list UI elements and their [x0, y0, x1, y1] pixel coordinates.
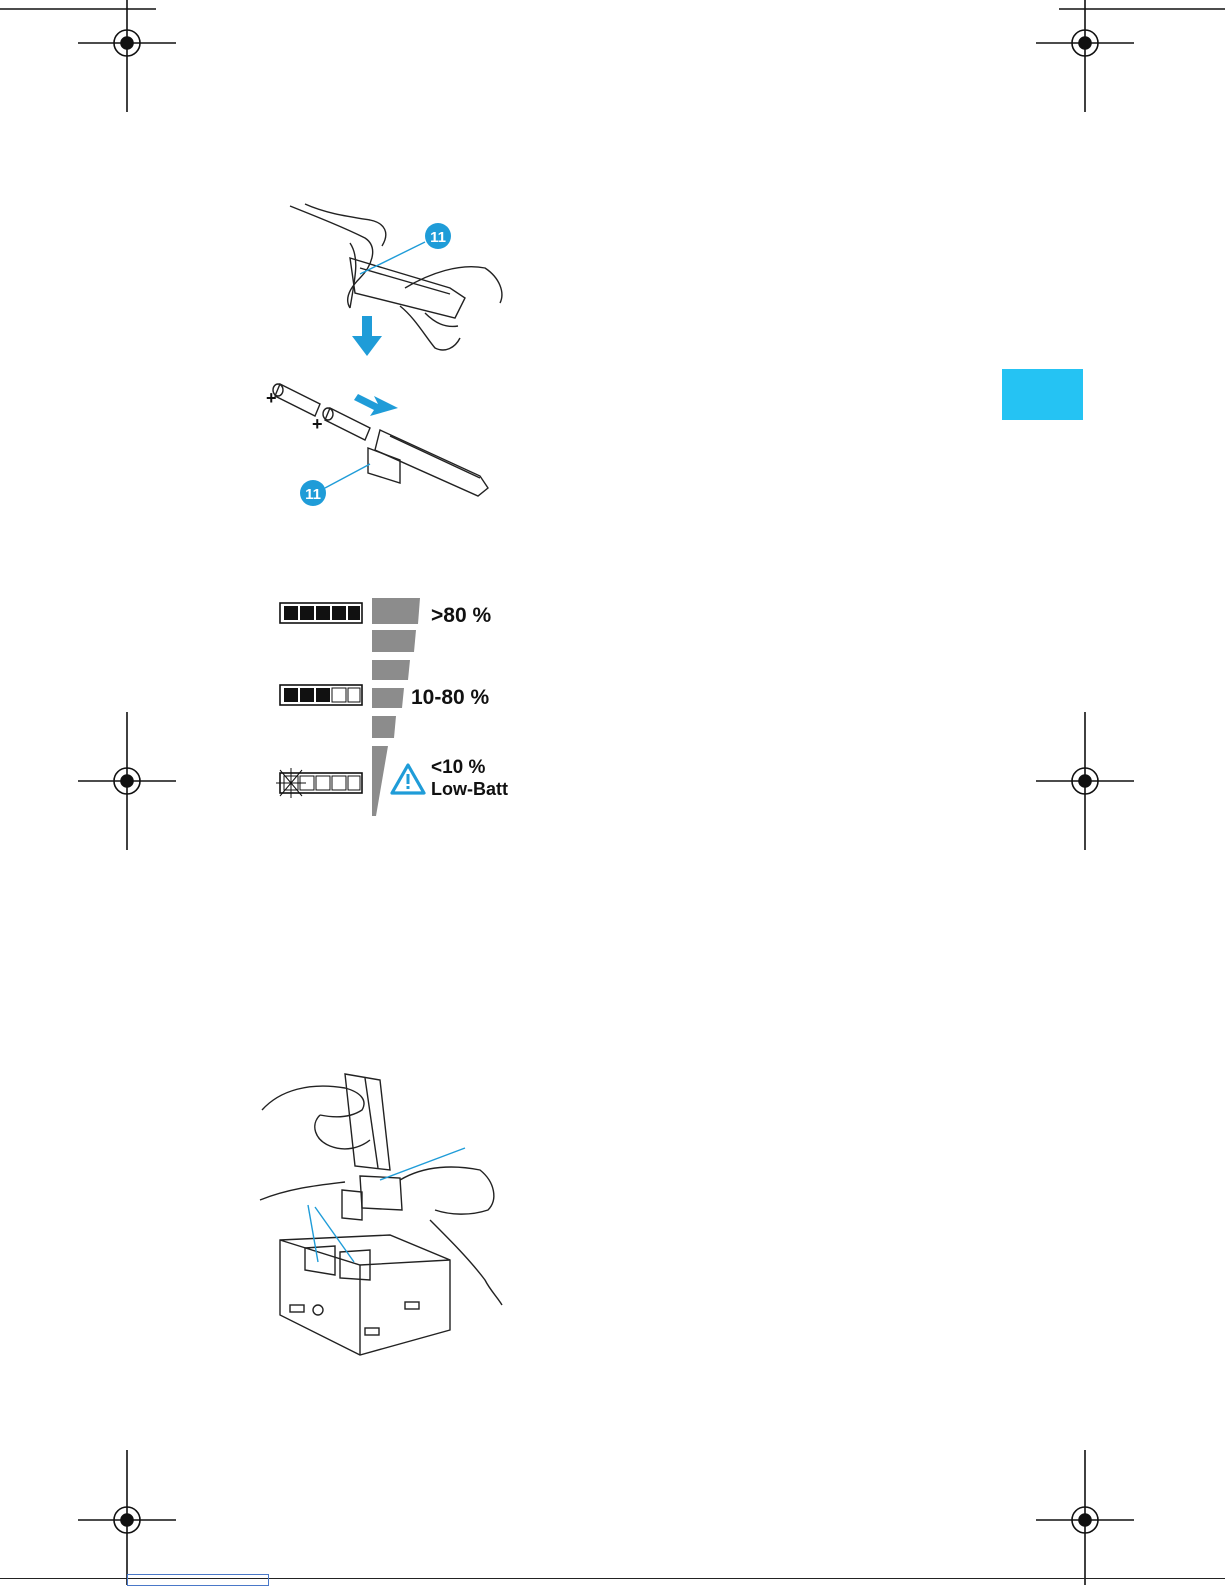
level-label-medium: 10-80 %	[411, 686, 489, 710]
battery-pack-bottom	[375, 430, 488, 496]
battery-icon-low-blinking	[276, 768, 362, 798]
bodypack-device-upright	[345, 1074, 390, 1170]
level-label-low: <10 %	[431, 758, 485, 778]
charger-figure	[250, 1070, 510, 1370]
right-arrow-icon	[354, 394, 398, 416]
battery-cell-1	[275, 384, 320, 416]
low-batt-label: Low-Batt	[431, 779, 508, 799]
hand-left-outline	[290, 206, 373, 308]
level-label-high: >80 %	[431, 604, 491, 628]
battery-insertion-figure: 11 11 + +	[250, 198, 530, 518]
callout-11-bottom: 11	[300, 480, 326, 506]
plus-sign-1: +	[266, 388, 277, 408]
callout-11-top: 11	[425, 223, 451, 249]
callout-11-top-label: 11	[430, 229, 446, 246]
bodypack-device-top	[350, 258, 465, 318]
down-arrow-icon	[352, 316, 382, 356]
battery-icon-full	[280, 603, 362, 623]
callout-11-bottom-label: 11	[305, 486, 321, 503]
battery-icon-medium	[280, 685, 362, 705]
footer-box	[127, 1574, 269, 1586]
plus-sign-2: +	[312, 414, 323, 434]
battery-cell-2	[325, 408, 370, 440]
battery-latch-block	[368, 448, 400, 483]
warning-triangle-icon	[389, 762, 427, 796]
chapter-tab-marker	[1002, 369, 1083, 420]
battery-pack-insert	[360, 1176, 402, 1210]
